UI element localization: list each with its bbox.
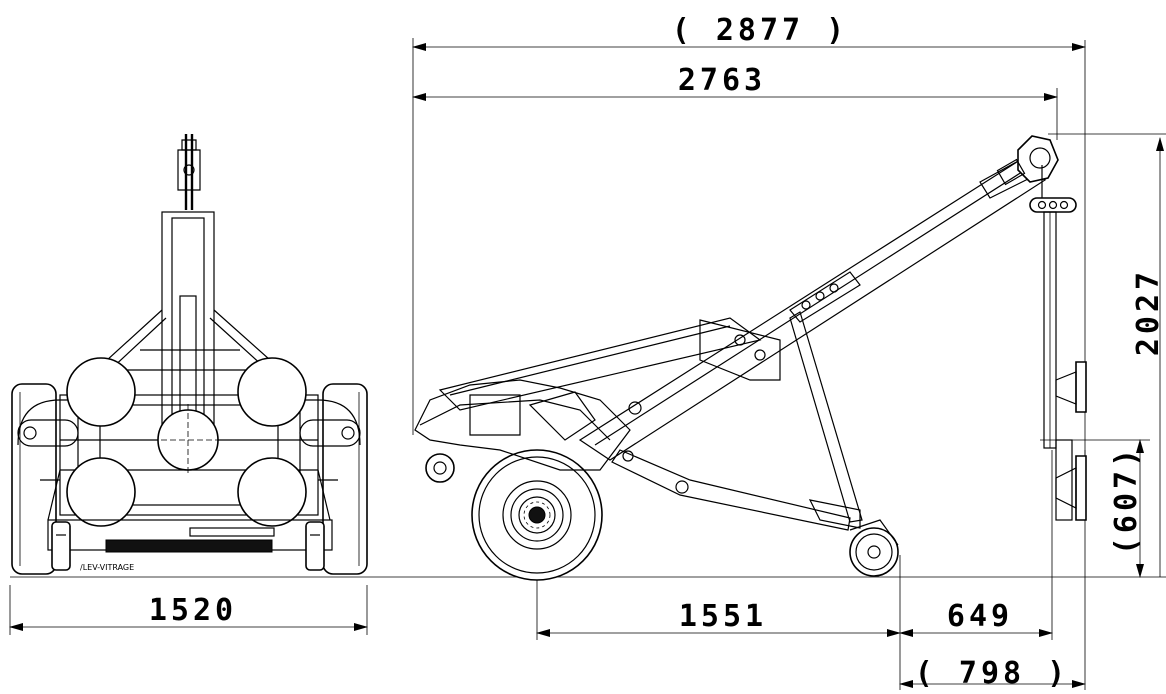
wheel-to-support-label: 1551 (679, 599, 767, 634)
castor-wheel (849, 527, 899, 577)
right-tyre (322, 383, 368, 575)
front-jockey-wheel (425, 453, 455, 483)
hydraulic-ram (611, 449, 851, 531)
suction-pad-2 (237, 357, 307, 427)
pad-holder (1029, 197, 1077, 213)
lower-height-label: (607) (1109, 445, 1144, 555)
suction-pad-1 (66, 357, 136, 427)
height-label: 2027 (1131, 268, 1166, 356)
suction-pad-3 (66, 457, 136, 527)
front-chassis (59, 394, 319, 516)
main-boom (578, 159, 1047, 461)
boom-head (1017, 135, 1059, 183)
side-view (414, 135, 1087, 581)
left-tyre (11, 383, 57, 575)
front-width-label: 1520 (149, 593, 237, 628)
side-chassis (414, 379, 631, 471)
support-to-end-label: ( 798 ) (915, 656, 1069, 691)
lower-arm (438, 317, 762, 411)
dimension-lines (9, 38, 1166, 690)
front-view (11, 134, 368, 575)
length-label: 2763 (678, 63, 766, 98)
overall-length-label: ( 2877 ) (672, 13, 849, 48)
suction-pad-4 (237, 457, 307, 527)
logo-text: /LEV-VITRAGE (80, 563, 134, 572)
bumper-bar (105, 539, 273, 553)
support-to-pads-label: 649 (947, 599, 1013, 634)
support-leg (789, 311, 863, 523)
